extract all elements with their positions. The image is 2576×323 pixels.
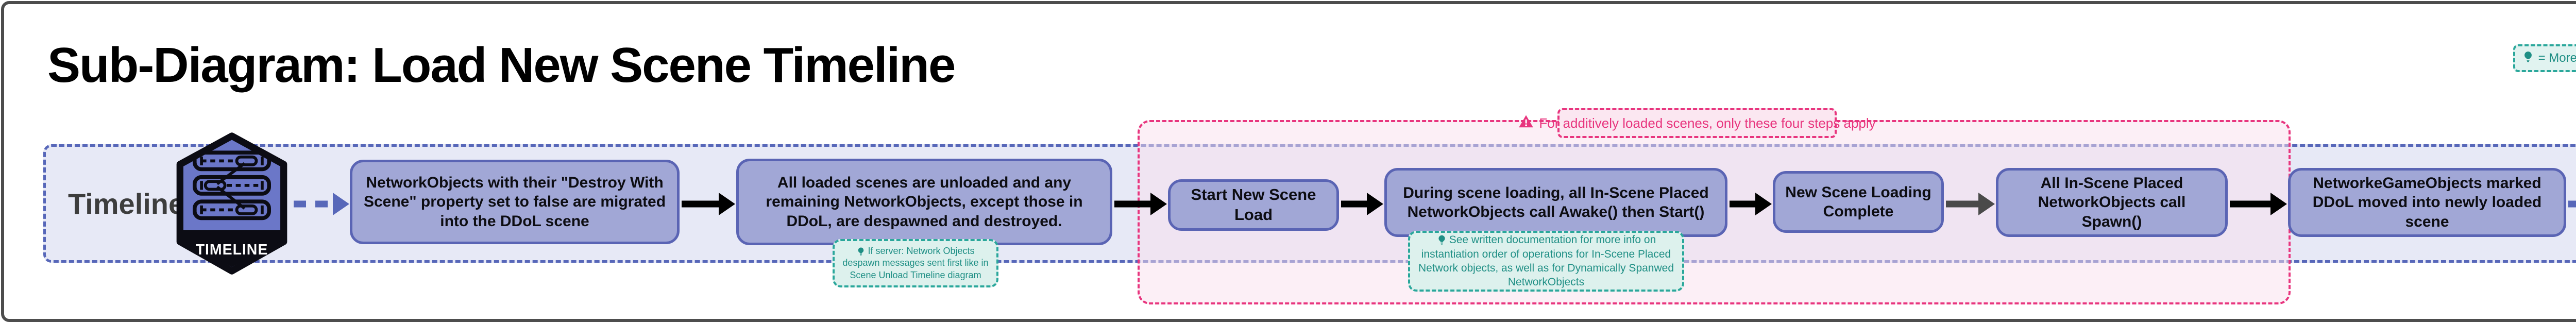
flow-node-loading-complete: New Scene Loading Complete	[1773, 171, 1944, 233]
connector-arrow-5-6	[1946, 193, 1995, 215]
flow-node-start-new-scene-load: Start New Scene Load	[1168, 179, 1339, 231]
additive-scenes-callout: For additively loaded scenes, only these…	[1519, 108, 1876, 138]
info-note-text: If server: Network Objects despawn messa…	[842, 245, 989, 280]
flow-node-ddol-moved: NetworkeGameObjects marked DDoL moved in…	[2288, 168, 2566, 237]
timeline-hexagon-badge: TIMELINE	[173, 131, 291, 276]
warning-triangle-icon	[1518, 114, 1534, 133]
info-note-text: See written documentation for more info …	[1418, 234, 1674, 288]
connector-end-dashed-arrow	[2568, 193, 2576, 215]
timeline-tracks-icon: TIMELINE	[176, 132, 287, 275]
info-note-despawn-messages: If server: Network Objects despawn messa…	[833, 239, 998, 287]
connector-arrow-2-3	[1114, 193, 1167, 215]
additive-scenes-callout-text: For additively loaded scenes, only these…	[1539, 115, 1876, 131]
more-info-label: = More info	[2538, 51, 2576, 65]
svg-text:TIMELINE: TIMELINE	[196, 242, 268, 258]
timeline-lane-label: Timeline	[68, 188, 185, 220]
flow-node-destroy-with-scene: NetworkObjects with their "Destroy With …	[350, 160, 680, 244]
flow-node-awake-then-start: During scene loading, all In-Scene Place…	[1384, 168, 1727, 237]
lightbulb-icon	[2522, 50, 2534, 66]
lightbulb-icon	[1436, 233, 1449, 247]
connector-arrow-3-4	[1341, 193, 1383, 215]
connector-arrow-6-7	[2230, 193, 2287, 215]
flow-node-scenes-unloaded: All loaded scenes are unloaded and any r…	[736, 159, 1112, 245]
flow-node-call-spawn: All In-Scene Placed NetworkObjects call …	[1996, 168, 2228, 237]
connector-start-dashed-arrow	[294, 193, 349, 215]
page-title: Sub-Diagram: Load New Scene Timeline	[47, 38, 956, 93]
lightbulb-icon	[856, 245, 868, 257]
info-note-instantiation-order: See written documentation for more info …	[1408, 231, 1684, 292]
connector-arrow-1-2	[682, 193, 735, 215]
more-info-legend: = More info	[2513, 44, 2576, 72]
connector-arrow-4-5	[1730, 193, 1772, 215]
